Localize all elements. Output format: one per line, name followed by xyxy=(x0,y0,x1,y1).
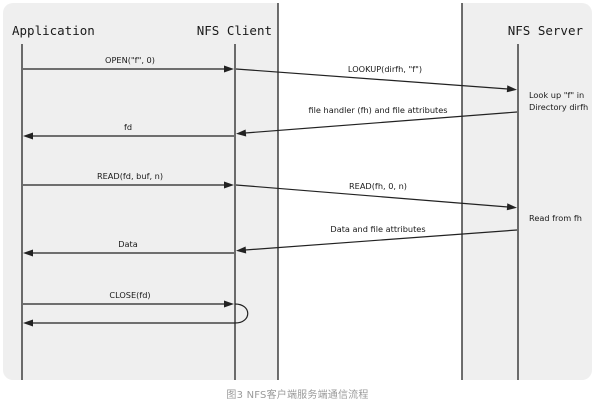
participant-nfs-client: NFS Client xyxy=(197,23,272,38)
label-fh-attributes: file handler (fh) and file attributes xyxy=(308,105,447,115)
arrow-fh-attributes xyxy=(244,111,518,134)
participant-nfs-server: NFS Server xyxy=(508,23,584,38)
network-band xyxy=(278,3,462,380)
note-lookup-line-2: Directory dirfh xyxy=(529,102,588,112)
arrowhead-open xyxy=(224,65,234,73)
arrow-lookup xyxy=(235,68,509,90)
label-lookup: LOOKUP(dirfh, "f") xyxy=(348,64,422,74)
arrowhead-read-fh xyxy=(506,203,517,211)
label-close: CLOSE(fd) xyxy=(109,290,150,300)
arrowhead-fh-attributes xyxy=(236,129,247,137)
figure-caption: 图3 NFS客户端服务端通信流程 xyxy=(226,390,369,401)
arrowhead-data-attributes xyxy=(236,246,247,254)
label-data: Data xyxy=(118,239,138,249)
label-open: OPEN("f", 0) xyxy=(105,55,155,65)
arrowhead-data xyxy=(23,249,33,257)
label-read-fh: READ(fh, 0, n) xyxy=(349,181,407,191)
arrowhead-read xyxy=(224,181,234,189)
label-data-attributes: Data and file attributes xyxy=(330,224,425,234)
label-fd: fd xyxy=(124,122,132,132)
arrowhead-close xyxy=(224,300,234,308)
arrowhead-close-return xyxy=(23,319,33,327)
note-lookup-line-1: Look up "f" in xyxy=(529,90,584,100)
arrowhead-lookup xyxy=(506,85,517,93)
arrowhead-fd xyxy=(23,132,33,140)
participant-application: Application xyxy=(12,23,95,38)
label-read: READ(fd, buf, n) xyxy=(97,171,163,181)
arrow-data-attributes xyxy=(244,229,518,251)
arrow-read-fh xyxy=(235,184,509,208)
arrow-close-return-loop xyxy=(31,303,249,324)
note-read: Read from fh xyxy=(529,213,582,223)
